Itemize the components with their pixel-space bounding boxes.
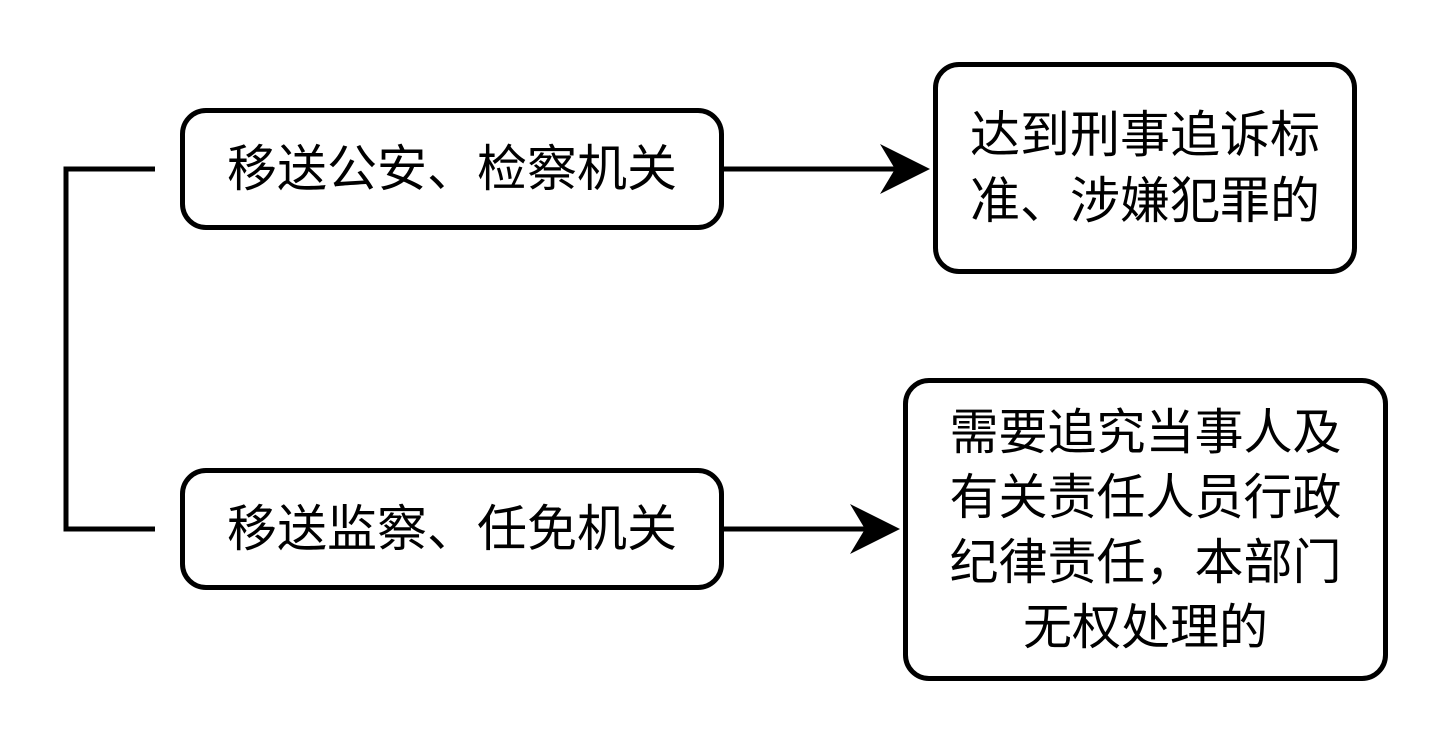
node-b2-line-4: 无权处理的 [1022,598,1268,656]
node-administrative-discipline-responsibility: 需要追究当事人及 有关责任人员行政 纪律责任，本部门 无权处理的 [903,378,1388,681]
left-bracket-connector [63,166,155,532]
node-a2-label: 移送监察、任免机关 [227,500,677,558]
node-b2-line-2: 有关责任人员行政 [949,468,1342,526]
node-a1-label: 移送公安、检察机关 [227,140,677,198]
node-transfer-supervision-appointment: 移送监察、任免机关 [180,468,724,590]
node-transfer-police-procuratorate: 移送公安、检察机关 [180,108,724,230]
node-criminal-prosecution-standard: 达到刑事追诉标 准、涉嫌犯罪的 [933,62,1357,274]
node-b2-line-3: 纪律责任，本部门 [949,533,1342,591]
node-b1-line-1: 达到刑事追诉标 [970,106,1320,164]
node-b1-line-2: 准、涉嫌犯罪的 [970,172,1320,230]
node-b2-line-1: 需要追究当事人及 [949,403,1342,461]
